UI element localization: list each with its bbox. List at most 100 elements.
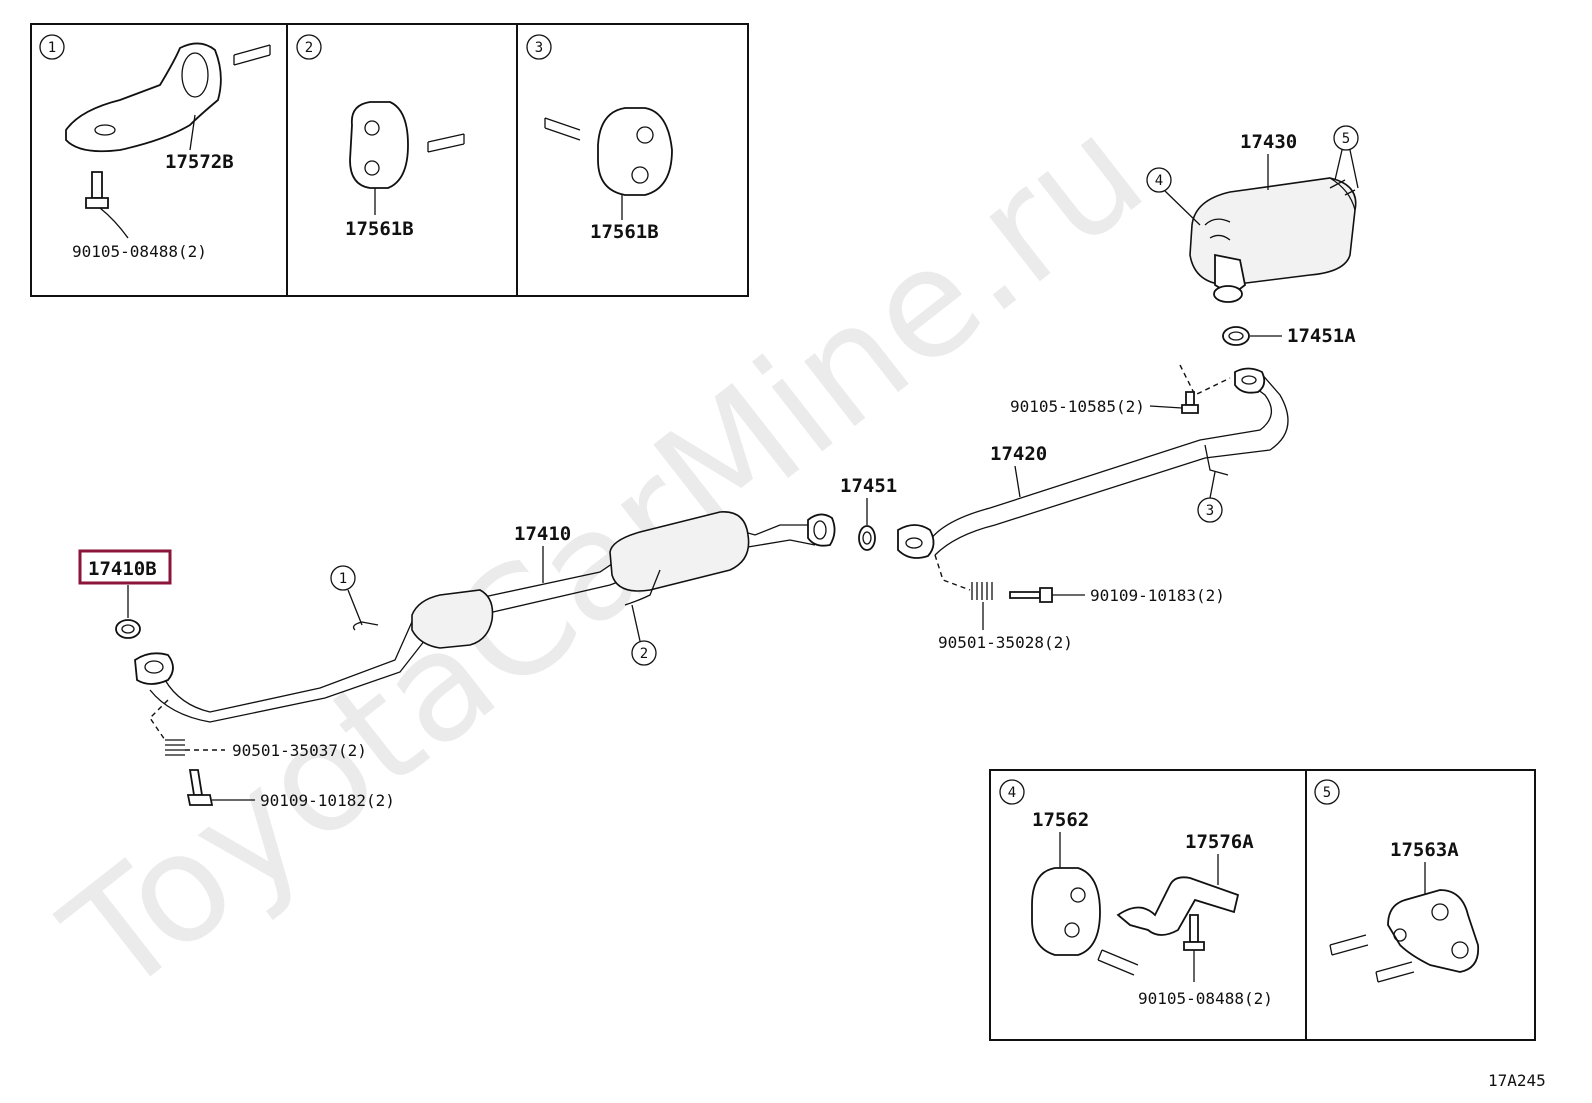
mount-hole	[1064, 922, 1080, 938]
gasket-17451: 17451	[840, 475, 897, 551]
mount-hole	[631, 166, 649, 184]
mount-hole	[1431, 903, 1449, 921]
rubber-mount-icon	[349, 101, 409, 189]
mount-hole	[1393, 928, 1407, 942]
hanger-rod-icon	[1375, 961, 1415, 983]
inset-panel-top	[30, 23, 749, 297]
center-pipe-17420: 17420 3	[897, 367, 1289, 559]
callout-circle	[1146, 167, 1172, 193]
callout-circle	[39, 34, 65, 60]
spring-icon	[165, 739, 185, 756]
rear-flange	[807, 513, 836, 547]
leader-line	[189, 114, 196, 151]
hanger-hook	[1204, 444, 1229, 476]
callout-circle	[631, 640, 657, 666]
part-17410B: 17410B	[88, 558, 157, 580]
assembly-dashline	[934, 554, 971, 591]
bracket-hole	[181, 52, 209, 98]
leader-line	[1149, 405, 1183, 409]
front-catalytic-converter	[411, 589, 494, 649]
hanger-hook	[352, 621, 379, 631]
pipe-outline-bottom	[934, 371, 1289, 556]
callout-1: 1	[339, 571, 347, 587]
callout-circle	[296, 34, 322, 60]
pipe-outline-top	[929, 379, 1272, 541]
inset-4-index: 4	[1008, 785, 1016, 801]
leader-line	[1209, 471, 1216, 499]
inset-2-index: 2	[305, 40, 313, 56]
leader-line	[347, 589, 363, 626]
part-17430: 17430	[1240, 131, 1297, 153]
hanger-bracket-icon	[1116, 876, 1240, 936]
leader-line	[1334, 149, 1343, 181]
mount-hole	[1070, 887, 1086, 903]
leader-line	[1349, 149, 1359, 189]
muffler-hanger-bracket	[1204, 218, 1231, 241]
callout-2: 2	[640, 646, 648, 662]
gasket-ring-icon	[115, 619, 141, 639]
center-pipe-rear-flange	[1234, 367, 1266, 394]
callout-circle	[1333, 125, 1359, 151]
callout-circle	[526, 34, 552, 60]
part-17563A: 17563A	[1390, 839, 1459, 861]
inset-panel-bottom	[989, 769, 1536, 1041]
part-17451: 17451	[840, 475, 897, 497]
diagram-code: 17A245	[1488, 1071, 1546, 1090]
part-17576A: 17576A	[1185, 831, 1254, 853]
callout-circle	[1314, 779, 1340, 805]
rubber-mount-icon	[1031, 867, 1101, 956]
muffler-inlet-flange	[1213, 285, 1243, 303]
callout-4: 4	[1155, 173, 1163, 189]
inset-1-index: 1	[48, 40, 56, 56]
leader-line	[1014, 465, 1021, 498]
inset-panel-bottom-frame	[989, 769, 1536, 1041]
flange-hole	[1241, 375, 1257, 385]
flange-hole	[813, 520, 827, 540]
part-17410: 17410	[514, 523, 571, 545]
part-90501-35037: 90501-35037(2)	[232, 741, 367, 760]
leader-line	[631, 604, 641, 642]
mount-hole	[364, 160, 380, 176]
assembly-dashline	[1179, 364, 1231, 396]
gasket-ring-icon	[858, 525, 876, 551]
inset-4: 4 17562 17576A 90105-08488(2)	[999, 779, 1273, 1008]
spring-icon	[971, 582, 993, 600]
part-90105-08488-b: 90105-08488(2)	[1138, 989, 1273, 1008]
muffler-hanger-pins	[1329, 179, 1356, 196]
hanger-bracket-icon	[65, 42, 222, 153]
inset-1: 1 17572B 90105-08488(2)	[39, 34, 271, 261]
front-flange	[134, 652, 174, 685]
rear-muffler-17430: 17430 4 5	[1146, 125, 1359, 303]
gasket-ring-icon	[1222, 326, 1250, 346]
bolt-head-icon	[1181, 404, 1199, 414]
bolt-head-icon	[1039, 587, 1053, 603]
gasket-17451A: 17451A	[1222, 325, 1356, 347]
center-fasteners: 90501-35028(2) 90109-10183(2)	[934, 554, 1225, 652]
part-17562: 17562	[1032, 809, 1089, 831]
front-fasteners: 90501-35037(2) 90109-10182(2)	[149, 699, 395, 810]
rubber-mount-icon	[1387, 889, 1480, 973]
callout-circle	[330, 565, 356, 591]
bolt-head-icon	[186, 794, 214, 806]
part-90501-35028: 90501-35028(2)	[938, 633, 1073, 652]
inset-2: 2 17561B	[296, 34, 465, 240]
bolt-icon	[91, 171, 103, 199]
callout-3: 3	[1206, 503, 1214, 519]
inset-3-index: 3	[535, 40, 543, 56]
muffler-edge	[1329, 177, 1356, 211]
bolt-head-icon	[85, 197, 109, 209]
part-90109-10182: 90109-10182(2)	[260, 791, 395, 810]
hanger-hook	[624, 569, 661, 606]
callout-circle	[999, 779, 1025, 805]
bracket-hole	[94, 124, 116, 136]
highlight-box	[78, 549, 172, 585]
rear-catalytic-converter	[609, 511, 750, 592]
part-90105-10585: 90105-10585(2)	[1010, 397, 1145, 416]
flange-hole	[905, 537, 923, 549]
hanger-rod-icon	[1329, 934, 1369, 956]
hanger-rod-icon	[427, 133, 465, 153]
inset-5-index: 5	[1323, 785, 1331, 801]
flange-hole	[144, 660, 164, 674]
mount-hole	[636, 126, 654, 144]
